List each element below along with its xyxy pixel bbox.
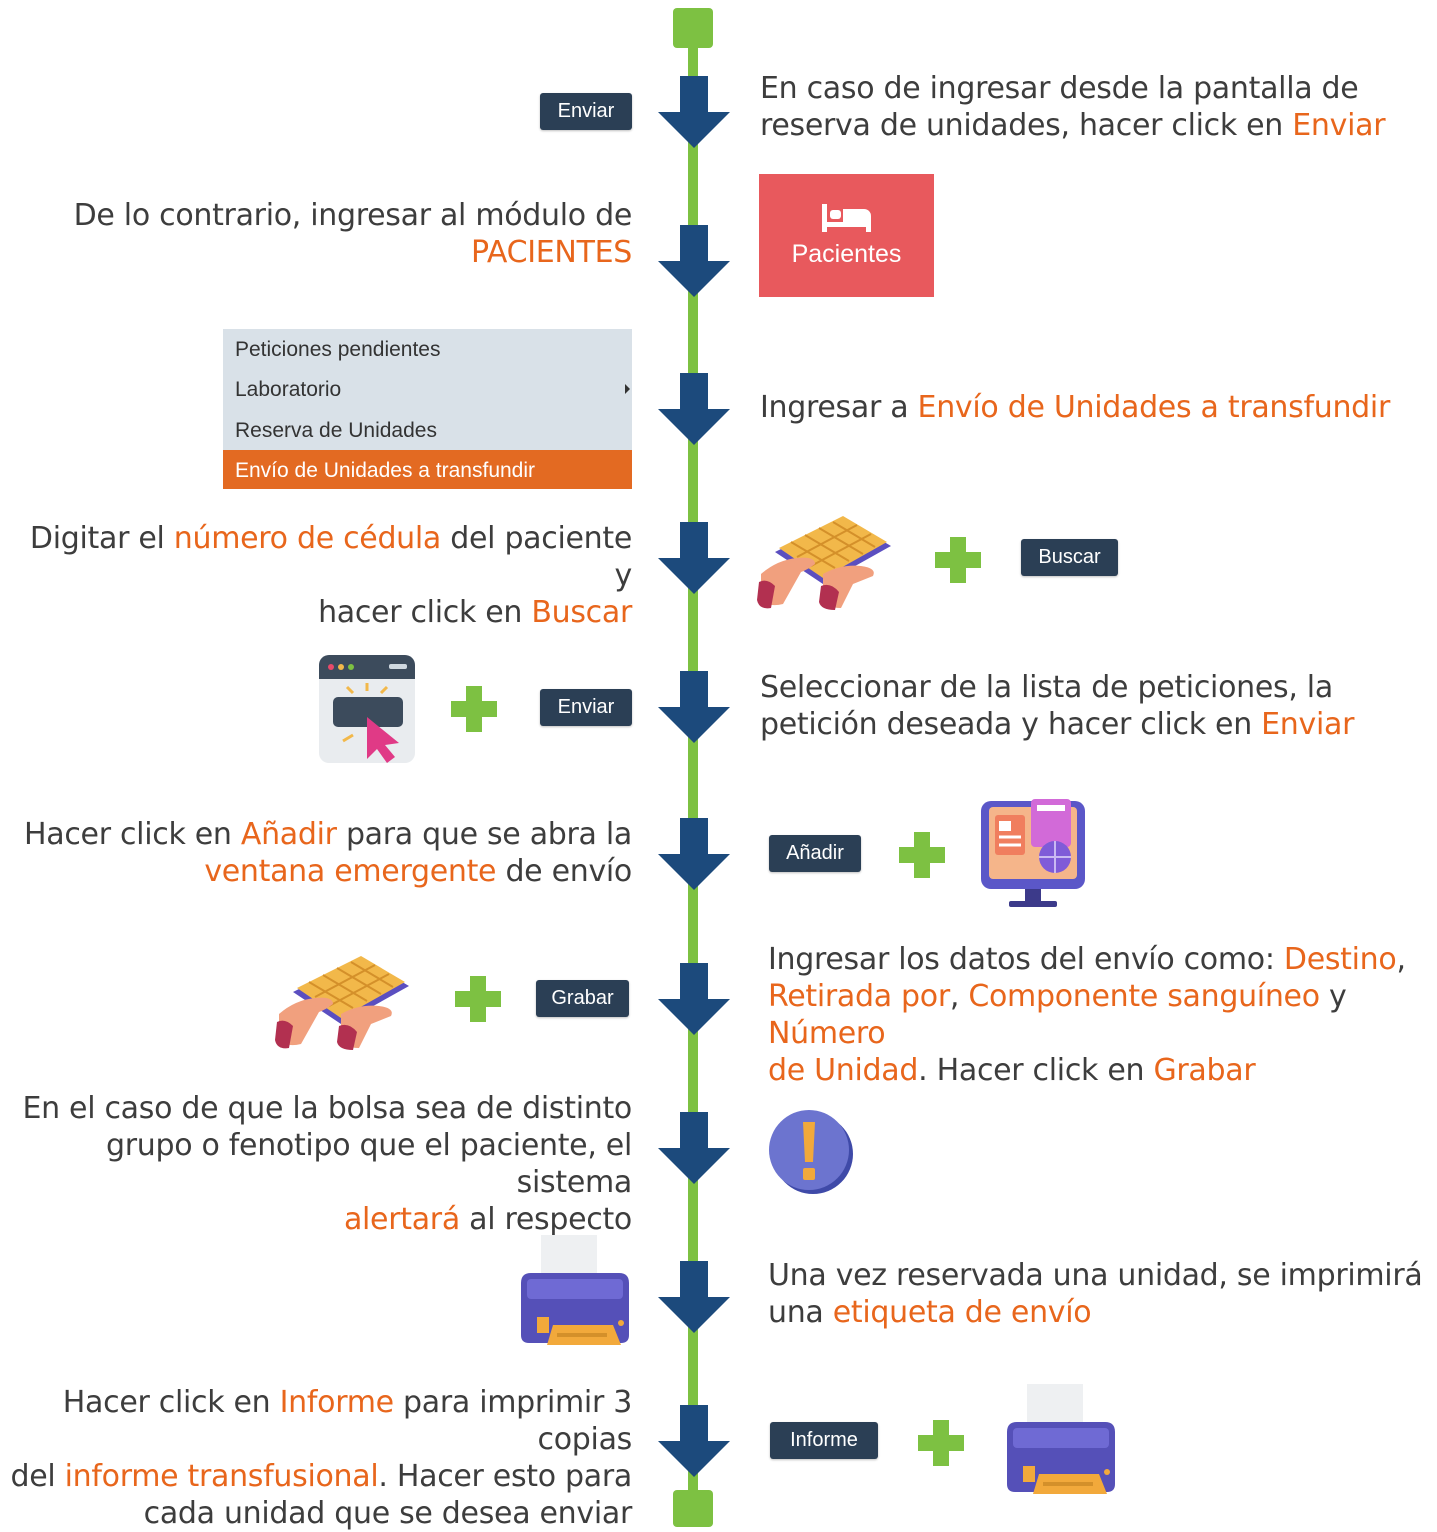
enviar-button[interactable]: Enviar <box>540 689 632 726</box>
step1-text: En caso de ingresar desde la pantalla de… <box>760 71 1386 143</box>
down-arrow-icon <box>658 1112 730 1184</box>
exclamation-icon <box>769 1110 853 1194</box>
informe-button[interactable]: Informe <box>770 1422 878 1459</box>
caret-right-icon <box>625 384 630 394</box>
step10-text: Hacer click en Informe para imprimir 3 c… <box>10 1385 632 1531</box>
down-arrow-icon <box>658 671 730 743</box>
timeline-line <box>688 40 698 1500</box>
step4-text: Digitar el número de cédula del paciente… <box>29 521 632 630</box>
patients-menu: Peticiones pendientes Laboratorio Reserv… <box>223 329 632 489</box>
down-arrow-icon <box>658 225 730 297</box>
step8-text: En el caso de que la bolsa sea de distin… <box>22 1091 632 1237</box>
enviar-button[interactable]: Enviar <box>540 93 632 130</box>
plus-icon <box>451 686 497 732</box>
bed-icon <box>821 204 871 232</box>
plus-icon <box>899 832 945 878</box>
step3-text: Ingresar a Envío de Unidades a transfund… <box>760 390 1391 425</box>
click-window-icon <box>319 655 415 763</box>
down-arrow-icon <box>658 1261 730 1333</box>
menu-item-peticiones-pendientes[interactable]: Peticiones pendientes <box>235 338 441 361</box>
down-arrow-icon <box>658 76 730 148</box>
menu-item-reserva-de-unidades[interactable]: Reserva de Unidades <box>235 419 437 442</box>
down-arrow-icon <box>658 1405 730 1477</box>
plus-icon <box>918 1420 964 1466</box>
step5-text: Seleccionar de la lista de peticiones, l… <box>760 670 1355 742</box>
timeline-end-cap <box>673 1490 713 1527</box>
down-arrow-icon <box>658 522 730 594</box>
timeline-start-cap <box>673 8 713 48</box>
step6-text: Hacer click en Añadir para que se abra l… <box>24 817 632 889</box>
step3-highlight: Envío de Unidades a transfundir <box>917 390 1391 425</box>
plus-icon <box>935 537 981 583</box>
printer-icon <box>1007 1384 1115 1494</box>
down-arrow-icon <box>658 818 730 890</box>
anadir-button[interactable]: Añadir <box>769 835 861 872</box>
web-monitor-icon <box>981 799 1085 907</box>
step1-highlight: Enviar <box>1292 108 1386 143</box>
buscar-button[interactable]: Buscar <box>1021 539 1118 576</box>
menu-item-laboratorio[interactable]: Laboratorio <box>223 370 632 410</box>
step2-highlight: PACIENTES <box>471 235 632 270</box>
plus-icon <box>455 976 501 1022</box>
step2-text: De lo contrario, ingresar al módulo de P… <box>60 197 633 271</box>
pacientes-tile[interactable]: Pacientes <box>759 174 934 297</box>
printer-icon <box>521 1235 629 1345</box>
step9-text: Una vez reservada una unidad, se imprimi… <box>768 1258 1423 1330</box>
down-arrow-icon <box>658 963 730 1035</box>
pacientes-tile-label: Pacientes <box>791 240 902 268</box>
keyboard-hands-icon <box>757 516 891 610</box>
menu-item-envio-de-unidades[interactable]: Envío de Unidades a transfundir <box>223 450 632 489</box>
keyboard-hands-icon <box>275 956 409 1050</box>
step7-text: Ingresar los datos del envío como: Desti… <box>768 942 1406 1088</box>
down-arrow-icon <box>658 373 730 445</box>
grabar-button[interactable]: Grabar <box>536 980 629 1017</box>
